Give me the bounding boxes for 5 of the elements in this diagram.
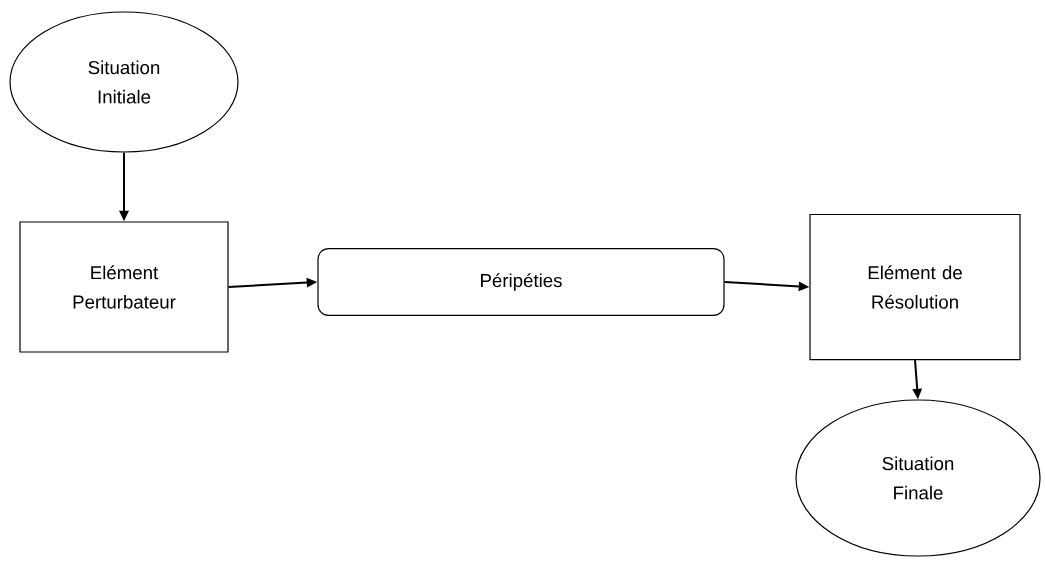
ellipse-node: Situation Initiale xyxy=(9,11,239,153)
ellipse-node: Situation Finale xyxy=(795,399,1041,557)
process-box: Elément de Résolution xyxy=(809,213,1021,361)
process-box: Elément Perturbateur xyxy=(19,221,229,353)
rounded-box: Péripéties xyxy=(317,247,725,317)
